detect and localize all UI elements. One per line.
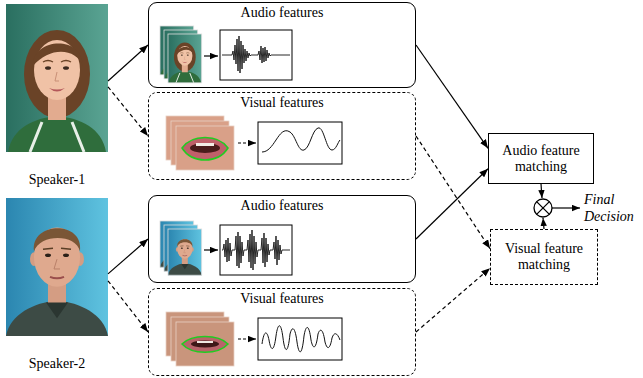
speaker-label: Speaker-1 bbox=[6, 172, 108, 188]
waveform-panel bbox=[220, 225, 292, 275]
visual-feature-curve bbox=[262, 128, 340, 152]
lip-frame bbox=[176, 322, 234, 366]
connector-arrow bbox=[416, 45, 488, 148]
video-frame-stack bbox=[160, 221, 202, 275]
waveform-panel bbox=[258, 122, 342, 164]
connector-arrow bbox=[108, 87, 148, 136]
speaker-photo: Speaker-1 bbox=[6, 4, 108, 152]
connector-arrow bbox=[108, 281, 148, 332]
connector-arrow bbox=[108, 239, 148, 274]
fusion-symbol bbox=[534, 199, 552, 217]
flow-arrow bbox=[204, 55, 218, 56]
fusion-arrow bbox=[543, 218, 544, 229]
audio-waveform bbox=[222, 36, 290, 73]
label-holder: Final Decision bbox=[584, 191, 640, 225]
connector-arrow bbox=[108, 45, 148, 81]
speaker-label: Speaker-2 bbox=[6, 356, 108, 372]
feature-panel: Visual features bbox=[148, 288, 416, 376]
connector-arrow bbox=[416, 136, 490, 249]
process-box: Audio feature matching bbox=[488, 133, 594, 184]
panel-title: Audio features bbox=[149, 4, 415, 22]
frame-border bbox=[168, 229, 202, 275]
frame-border bbox=[168, 34, 202, 83]
output-label: Final Decision bbox=[584, 191, 640, 225]
visual-feature-curve bbox=[262, 326, 340, 352]
feature-panel: Visual features bbox=[148, 92, 416, 180]
flow-arrow bbox=[238, 338, 256, 339]
flow-arrow bbox=[204, 249, 218, 250]
frame-border bbox=[176, 322, 234, 366]
connector-arrow bbox=[416, 169, 488, 239]
lip-frame bbox=[176, 126, 234, 170]
decision-arrow bbox=[552, 207, 580, 208]
speaker-photo bbox=[6, 198, 108, 336]
panel-title: Audio features bbox=[149, 197, 415, 215]
connector-arrow bbox=[416, 268, 490, 332]
flow-arrow bbox=[238, 142, 256, 143]
waveform-panel bbox=[258, 318, 342, 360]
panel-title: Visual features bbox=[149, 290, 415, 308]
box-label: Visual feature matching bbox=[491, 241, 597, 273]
video-frame bbox=[168, 34, 202, 83]
lip-frame-stack bbox=[166, 312, 234, 366]
fusion-arrow bbox=[541, 184, 542, 198]
process-box: Visual feature matching bbox=[490, 229, 598, 285]
waveform-panel bbox=[220, 30, 292, 80]
speaker-photo: Speaker-2 bbox=[6, 198, 108, 336]
lip-frame-stack bbox=[166, 116, 234, 170]
frame-border bbox=[176, 126, 234, 170]
panel-title: Visual features bbox=[149, 94, 415, 112]
video-frame bbox=[168, 229, 202, 275]
box-label: Audio feature matching bbox=[489, 143, 593, 175]
feature-panel: Audio features bbox=[148, 2, 416, 88]
video-frame-stack bbox=[160, 26, 202, 83]
audio-waveform bbox=[222, 230, 290, 270]
fusion-cross bbox=[537, 202, 550, 215]
feature-panel: Audio features bbox=[148, 195, 416, 283]
speaker-photo bbox=[6, 4, 108, 152]
